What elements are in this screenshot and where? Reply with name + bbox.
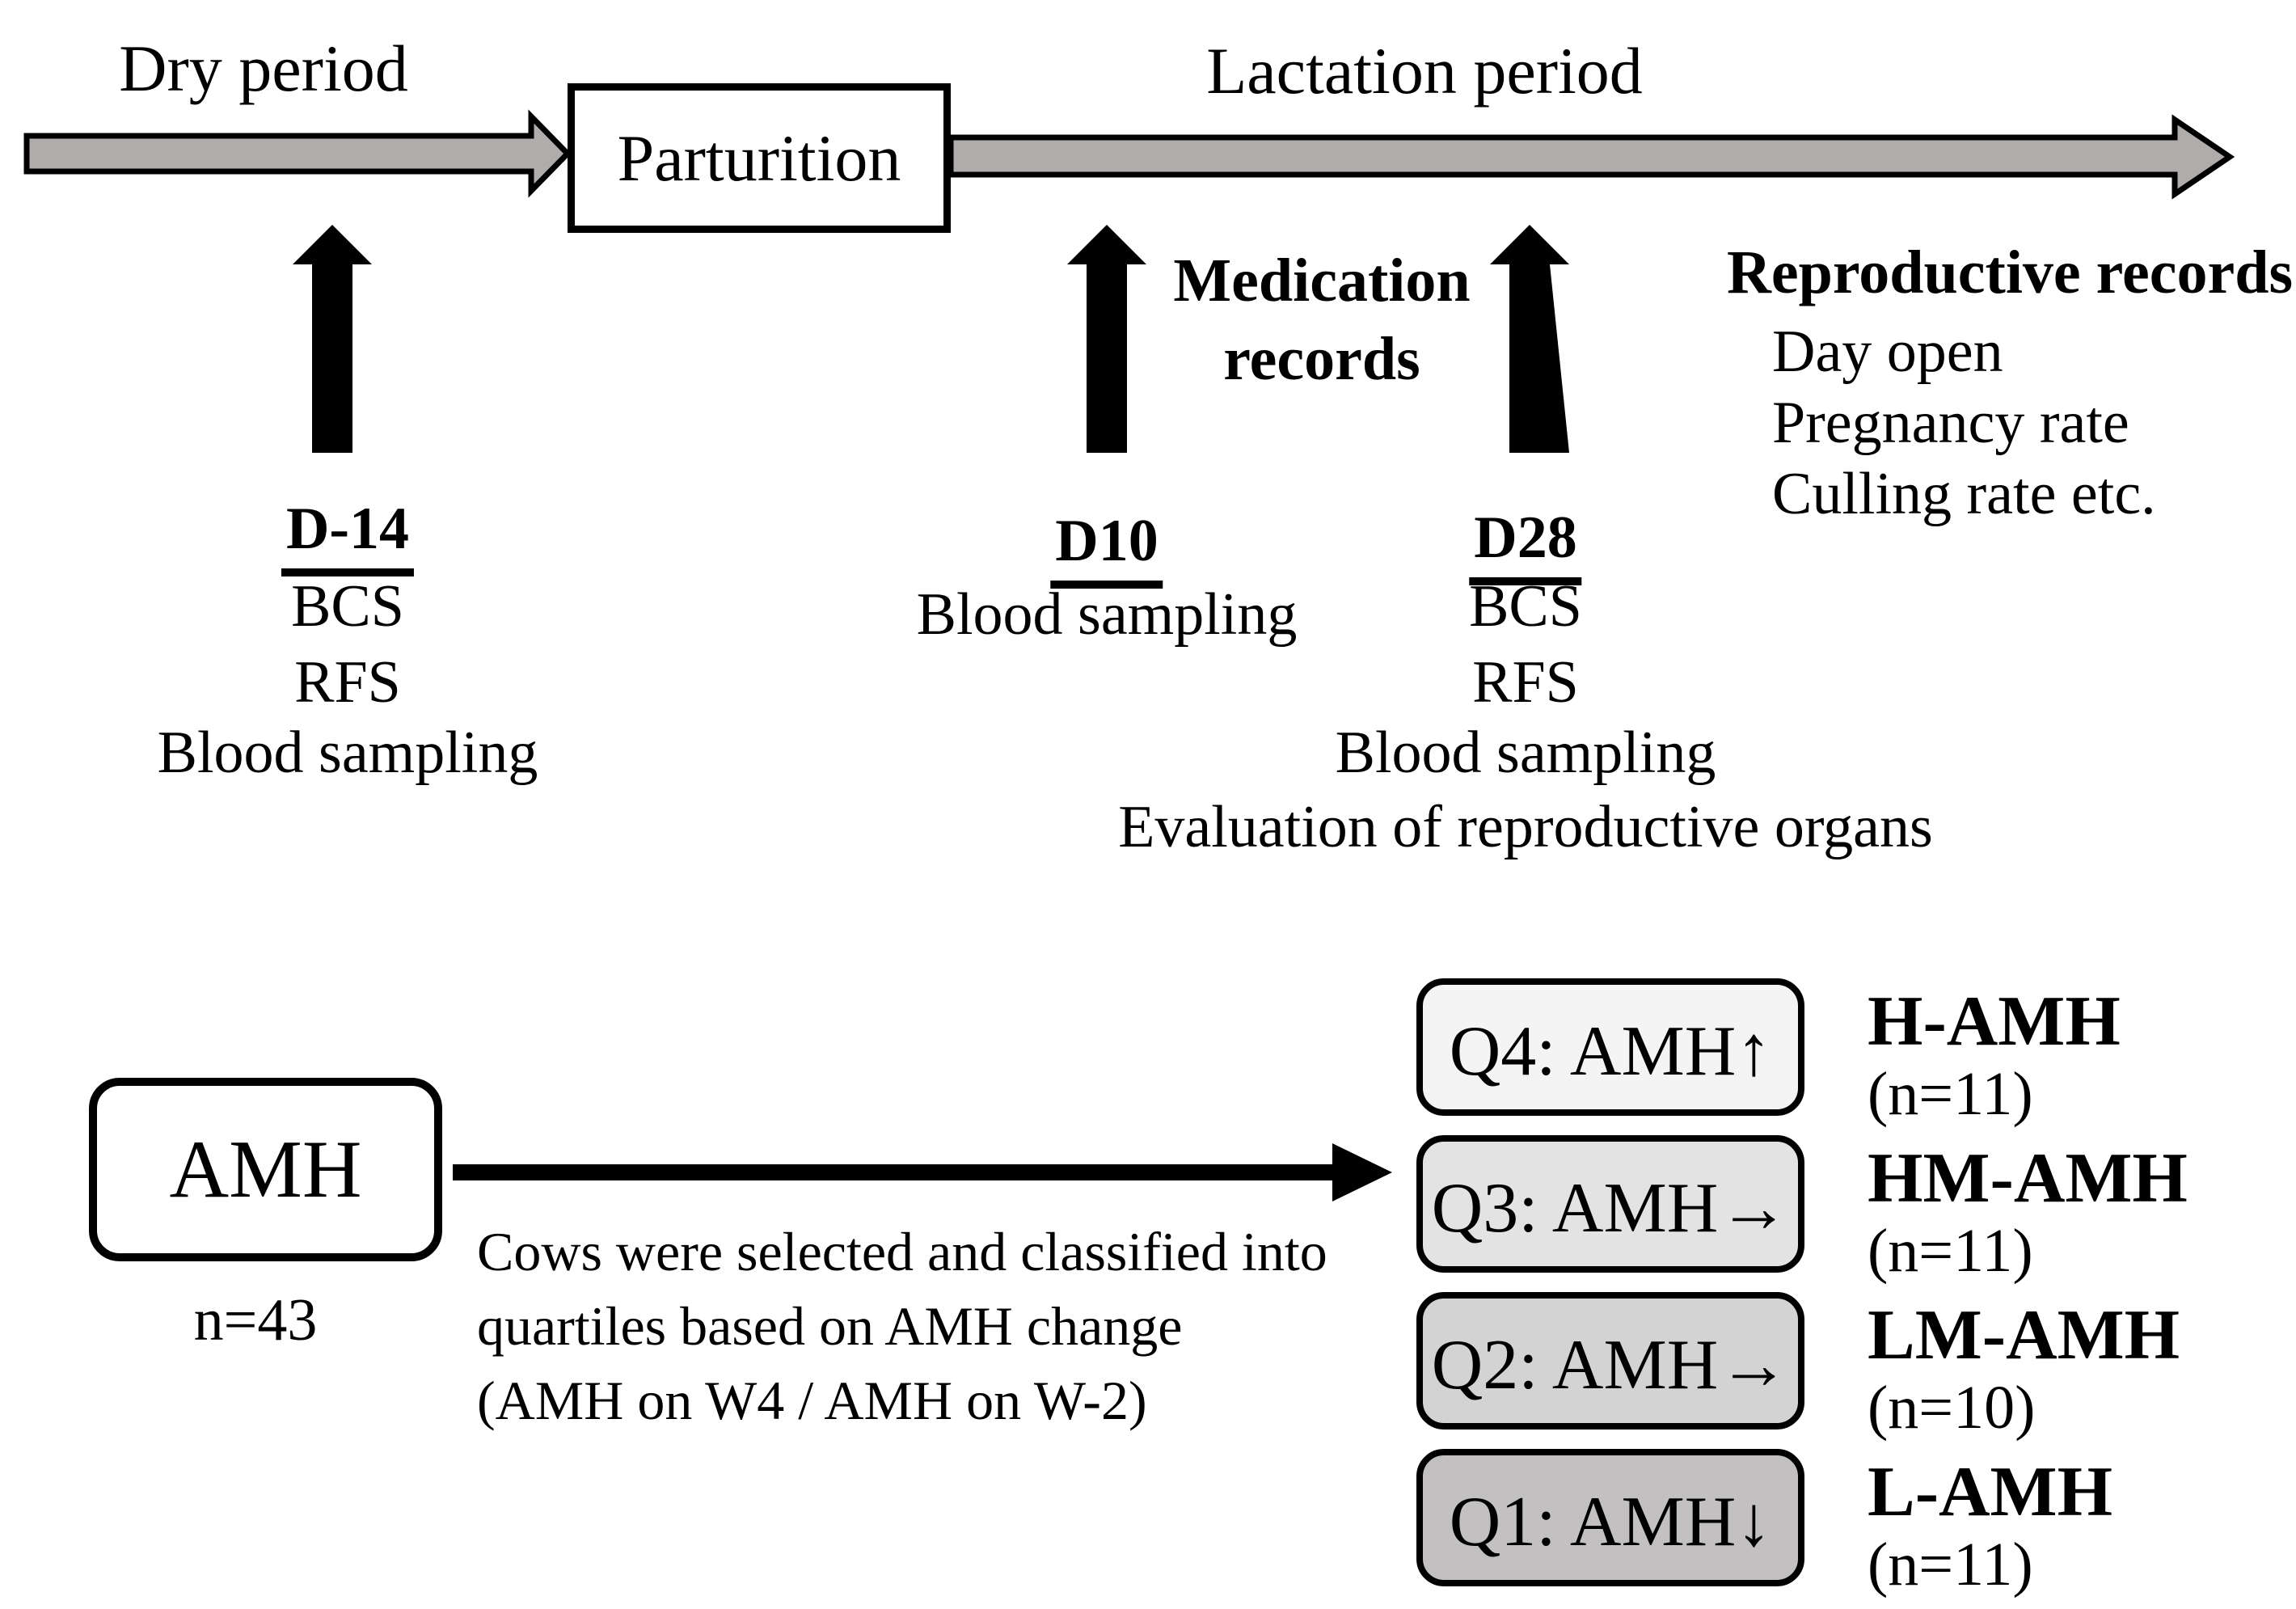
group-hm-amh-name: HM-AMH	[1868, 1139, 2188, 1218]
medication-records-line2: records	[1223, 325, 1420, 393]
classification-description-line2: quartiles based on AMH change	[477, 1295, 1183, 1357]
group-h-amh-n: (n=11)	[1868, 1060, 2033, 1128]
d10-up-arrow	[1067, 225, 1146, 453]
d14-item-bcs: BCS	[291, 573, 404, 640]
group-label-lm-amh: LM-AMH (n=10)	[1868, 1299, 2180, 1442]
quartile-box-q3: Q3: AMH→	[1416, 1135, 1804, 1273]
d14-item-blood-sampling: Blood sampling	[157, 720, 538, 786]
d28-item-rfs: RFS	[1472, 649, 1579, 716]
group-label-l-amh: L-AMH (n=11)	[1868, 1455, 2112, 1599]
classification-description-line1: Cows were selected and classified into	[477, 1221, 1327, 1282]
parturition-label: Parturition	[617, 120, 901, 195]
lactation-period-timeline-arrow	[948, 114, 2235, 200]
amh-box-label: AMH	[169, 1124, 362, 1215]
d10-day-label: D10	[1050, 507, 1163, 589]
d28-item-bcs: BCS	[1469, 573, 1582, 640]
d14-day-text: D-14	[281, 495, 415, 577]
reproductive-item-day-open: Day open	[1772, 319, 2003, 385]
lactation-period-label: Lactation period	[1206, 34, 1643, 108]
reproductive-item-pregnancy-rate: Pregnancy rate	[1772, 390, 2129, 456]
quartile-box-q3-label: Q3: AMH→	[1431, 1168, 1790, 1248]
medication-records-label: Medication records	[1173, 242, 1470, 399]
reproductive-records-title: Reproductive records	[1727, 239, 2294, 306]
classification-description-line3: (AMH on W4 / AMH on W-2)	[477, 1370, 1147, 1431]
reproductive-item-culling-rate: Culling rate etc.	[1772, 461, 2156, 527]
classification-arrow	[453, 1143, 1392, 1201]
amh-n-label: n=43	[193, 1287, 318, 1354]
quartile-box-q4: Q4: AMH↑	[1416, 978, 1804, 1116]
group-h-amh-name: H-AMH	[1868, 982, 2121, 1061]
d10-day-text: D10	[1050, 507, 1163, 589]
classification-description: Cows were selected and classified into q…	[477, 1214, 1327, 1438]
medication-records-line1: Medication	[1173, 247, 1471, 315]
group-l-amh-n: (n=11)	[1868, 1531, 2033, 1598]
d10-item-blood-sampling: Blood sampling	[916, 581, 1298, 648]
group-label-h-amh: H-AMH (n=11)	[1868, 985, 2121, 1129]
d28-day-text: D28	[1469, 504, 1582, 586]
d14-item-rfs: RFS	[294, 649, 401, 716]
d28-item-blood-sampling: Blood sampling	[1335, 720, 1716, 786]
group-hm-amh-n: (n=11)	[1868, 1217, 2033, 1285]
quartile-box-q1-label: Q1: AMH↓	[1449, 1482, 1772, 1561]
quartile-box-q4-label: Q4: AMH↑	[1449, 1011, 1772, 1091]
dry-period-timeline-arrow	[23, 109, 572, 198]
group-lm-amh-name: LM-AMH	[1868, 1296, 2180, 1375]
d28-up-arrow	[1490, 225, 1569, 453]
amh-box: AMH	[89, 1078, 442, 1261]
dry-period-label: Dry period	[119, 32, 408, 105]
parturition-box: Parturition	[568, 83, 951, 233]
group-l-amh-name: L-AMH	[1868, 1453, 2113, 1531]
d28-day-label: D28	[1469, 504, 1582, 586]
quartile-box-q2-label: Q2: AMH→	[1431, 1325, 1790, 1404]
quartile-box-q1: Q1: AMH↓	[1416, 1449, 1804, 1586]
group-lm-amh-n: (n=10)	[1868, 1374, 2036, 1442]
quartile-box-q2: Q2: AMH→	[1416, 1292, 1804, 1430]
d28-item-evaluation: Evaluation of reproductive organs	[1118, 794, 1933, 860]
d14-day-label: D-14	[281, 495, 415, 577]
group-label-hm-amh: HM-AMH (n=11)	[1868, 1142, 2188, 1286]
d14-up-arrow	[293, 225, 372, 453]
